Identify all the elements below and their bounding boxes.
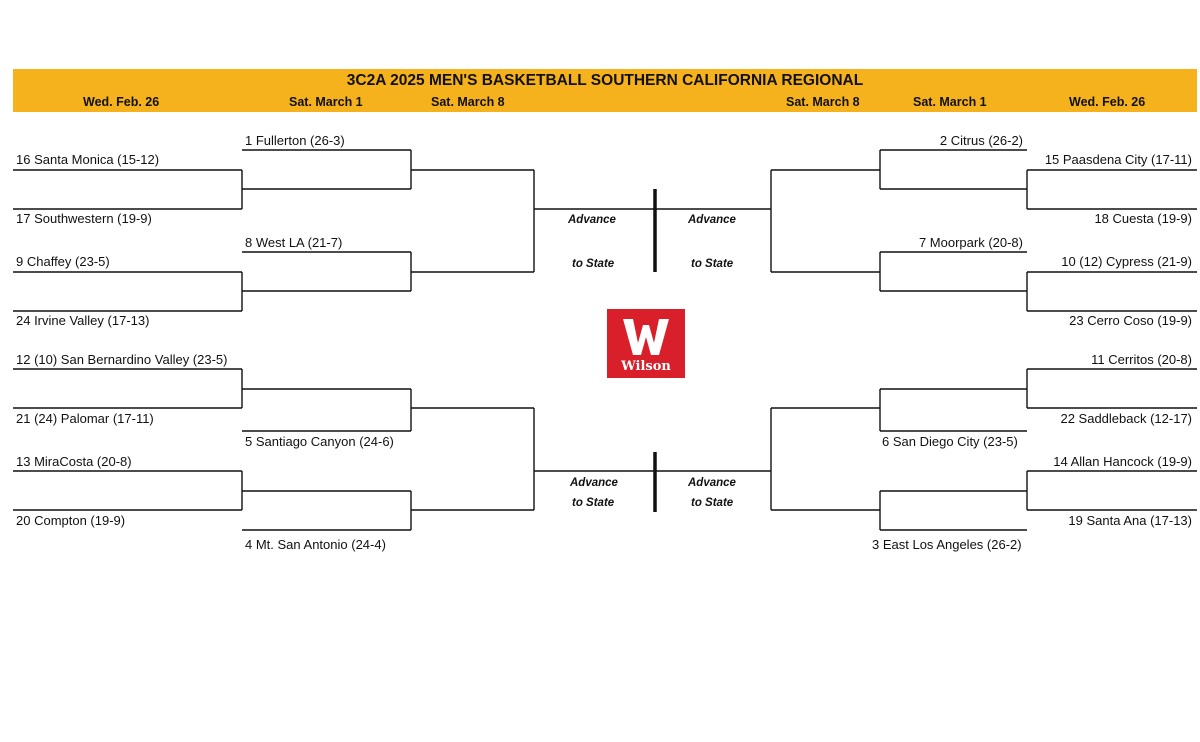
right-r1-team-3: 10 (12) Cypress (21-9) [1061, 254, 1192, 269]
right-r2-team-4: 3 East Los Angeles (26-2) [872, 537, 1022, 552]
right-r1-team-4: 23 Cerro Coso (19-9) [1069, 313, 1192, 328]
date-right-round1: Wed. Feb. 26 [1069, 95, 1146, 109]
to-state-label-top-right: to State [691, 258, 734, 270]
right-r1-team-7: 14 Allan Hancock (19-9) [1053, 454, 1192, 469]
date-left-round2: Sat. March 1 [289, 95, 363, 109]
date-right-round2: Sat. March 1 [913, 95, 987, 109]
to-state-label-bottom-left: to State [572, 497, 615, 509]
left-r1-team-7: 13 MiraCosta (20-8) [16, 454, 132, 469]
advance-label-top-right: Advance [688, 214, 736, 226]
date-left-round1: Wed. Feb. 26 [83, 95, 160, 109]
left-r1-team-8: 20 Compton (19-9) [16, 513, 126, 528]
advance-label-bottom-left: Advance [570, 477, 618, 489]
left-r2-team-3: 5 Santiago Canyon (24-6) [245, 434, 394, 449]
right-r2-team-3: 6 San Diego City (23-5) [882, 434, 1018, 449]
date-left-final: Sat. March 8 [431, 95, 505, 109]
left-r1-team-2: 17 Southwestern (19-9) [16, 211, 152, 226]
wilson-logo: Wilson [607, 309, 685, 378]
left-r1-team-5: 12 (10) San Bernardino Valley (23-5) [16, 352, 228, 367]
left-r2-team-4: 4 Mt. San Antonio (24-4) [245, 537, 386, 552]
to-state-label-top-left: to State [572, 258, 615, 270]
to-state-label-bottom-right: to State [691, 497, 734, 509]
left-r1-team-6: 21 (24) Palomar (17-11) [16, 411, 154, 426]
advance-label-top-left: Advance [568, 214, 616, 226]
left-r2-team-2: 8 West LA (21-7) [245, 235, 343, 250]
right-r1-team-1: 15 Paasdena City (17-11) [1044, 152, 1192, 167]
right-r1-team-8: 19 Santa Ana (17-13) [1068, 513, 1192, 528]
right-r2-team-1: 2 Citrus (26-2) [939, 133, 1023, 148]
left-r1-team-3: 9 Chaffey (23-5) [16, 254, 110, 269]
date-right-final: Sat. March 8 [786, 95, 860, 109]
right-r1-team-6: 22 Saddleback (12-17) [1060, 411, 1192, 426]
right-r2-team-2: 7 Moorpark (20-8) [918, 235, 1023, 250]
right-r1-team-2: 18 Cuesta (19-9) [1094, 211, 1192, 226]
header-banner: 3C2A 2025 MEN'S BASKETBALL SOUTHERN CALI… [13, 69, 1197, 112]
left-r2-team-1: 1 Fullerton (26-3) [245, 133, 345, 148]
left-r1-team-4: 24 Irvine Valley (17-13) [16, 313, 150, 328]
svg-text:Wilson: Wilson [620, 359, 671, 374]
right-r1-team-5: 11 Cerritos (20-8) [1091, 352, 1192, 367]
advance-label-bottom-right: Advance [688, 477, 736, 489]
bracket-title: 3C2A 2025 MEN'S BASKETBALL SOUTHERN CALI… [346, 72, 864, 89]
left-r1-team-1: 16 Santa Monica (15-12) [16, 152, 160, 167]
